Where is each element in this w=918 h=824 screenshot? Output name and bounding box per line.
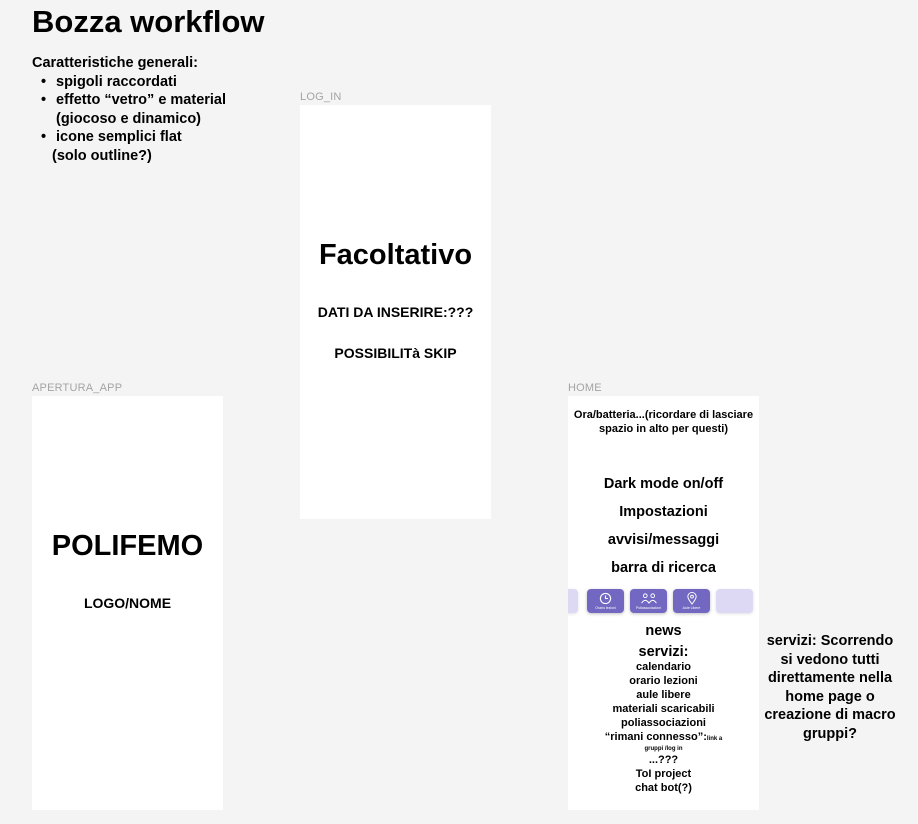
home-item-search: barra di ricerca: [611, 560, 716, 576]
service-chip[interactable]: [716, 589, 753, 613]
location-pin-icon: [686, 592, 697, 605]
rimani-label: “rimani connesso”:: [604, 731, 707, 743]
servizio-item: ...???: [648, 754, 679, 766]
chip-label: Aule Libere: [682, 606, 701, 610]
login-title: Facoltativo: [318, 239, 473, 271]
home-item-dark-mode: Dark mode on/off: [603, 476, 724, 492]
frame-home[interactable]: Ora/batteria...(ricordare di lasciare sp…: [568, 396, 759, 810]
side-note-servizi: servizi: Scorrendo si vedono tutti diret…: [764, 633, 896, 742]
chip-label: Poliassociazioni: [636, 606, 661, 610]
chip-label: Orario lezioni: [595, 606, 616, 610]
clock-icon: [599, 592, 612, 605]
servizi-list: calendario orario lezioni aule libere ma…: [568, 660, 759, 795]
home-item-messages: avvisi/messaggi: [607, 532, 720, 548]
note-item-cont: (solo outline?): [52, 147, 152, 164]
login-line-data: DATI DA INSERIRE:???: [317, 304, 474, 320]
rimani-note: link a: [706, 736, 723, 742]
note-item: effetto “vetro” e material: [32, 91, 292, 110]
frame-login[interactable]: Facoltativo DATI DA INSERIRE:??? POSSIBI…: [300, 105, 491, 519]
service-chip[interactable]: [568, 589, 578, 613]
frame-label-login[interactable]: LOG_IN: [300, 91, 342, 103]
status-bar-note: Ora/batteria...(ricordare di lasciare sp…: [573, 409, 754, 435]
notes-heading: Caratteristiche generali:: [32, 55, 199, 71]
servizio-item: calendario: [635, 661, 692, 673]
note-item-cont: (giocoso e dinamico): [56, 110, 202, 127]
home-item-settings: Impostazioni: [619, 504, 708, 520]
servizio-item: ToI project: [635, 768, 692, 780]
frame-label-apertura[interactable]: APERTURA_APP: [32, 382, 123, 394]
servizio-item: chat bot(?): [635, 782, 692, 794]
canvas-title: Bozza workflow: [32, 4, 265, 39]
servizio-item: aule libere: [636, 689, 691, 701]
service-chip-poliassociazioni[interactable]: Poliassociazioni: [630, 589, 667, 613]
servizio-item: materiali scaricabili: [612, 703, 715, 715]
note-item: spigoli raccordati: [32, 73, 292, 92]
logo-name-text: LOGO/NOME: [83, 595, 172, 611]
servizio-item: poliassociazioni: [621, 717, 706, 729]
login-line-skip: POSSIBILITà SKIP: [334, 345, 457, 361]
general-notes: Caratteristiche generali: spigoli raccor…: [32, 54, 292, 165]
notes-list: spigoli raccordati effetto “vetro” e mat…: [32, 73, 292, 166]
news-heading: news: [645, 623, 682, 639]
service-chip-aule[interactable]: Aule Libere: [673, 589, 710, 613]
app-name: POLIFEMO: [51, 530, 204, 562]
frame-label-home[interactable]: HOME: [568, 382, 602, 394]
servizio-item-rimani: “rimani connesso”:link a: [568, 730, 759, 746]
frame-apertura-app[interactable]: POLIFEMO LOGO/NOME: [32, 396, 223, 810]
servizio-item: orario lezioni: [629, 675, 698, 687]
service-chip-orario[interactable]: Orario lezioni: [587, 589, 624, 613]
people-icon: [640, 593, 657, 604]
rimani-note-cont: gruppi /log in: [644, 746, 683, 752]
note-item: icone semplici flat: [32, 128, 292, 147]
service-chips: Orario lezioni Poliassociazioni Aule Lib…: [568, 589, 759, 615]
servizi-heading: servizi:: [638, 644, 689, 660]
